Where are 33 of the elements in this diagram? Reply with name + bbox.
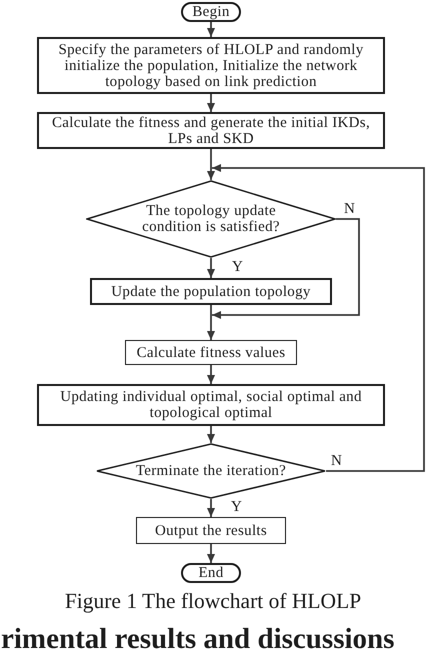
arrow <box>206 168 216 180</box>
section-heading: rimental results and discussions <box>1 624 394 654</box>
arrow <box>206 426 216 443</box>
process-box <box>37 112 385 149</box>
decision-diamond <box>86 180 336 258</box>
figure-caption: Figure 1 The flowchart of HLOLP <box>64 589 362 613</box>
decision-diamond <box>96 443 326 499</box>
step-text: Calculate fitness values <box>136 344 286 360</box>
step-text: Specify the parameters of HLOLP and randomly initialize the population, Initialize the network topology based on link prediction <box>57 42 365 90</box>
process-box <box>37 37 385 94</box>
process-box <box>136 517 286 544</box>
step-text: Calculate the fitness and generate the initial IKDs, LPs and SKD <box>51 114 371 146</box>
arrow <box>206 315 216 340</box>
terminal-text: End <box>198 565 224 581</box>
step-text: Update the population topology <box>111 284 311 300</box>
arrow <box>206 22 216 37</box>
arrow <box>206 258 216 278</box>
step-text: Output the results <box>154 522 268 538</box>
arrow <box>212 164 425 472</box>
process-box <box>37 384 385 426</box>
terminal-text: Begin <box>192 4 230 20</box>
decision-text: The topology update condition is satisfied? <box>141 203 281 235</box>
arrow <box>206 499 216 517</box>
step-text: Updating individual optimal, social optimal and topological optimal <box>59 389 363 421</box>
connector-line <box>210 149 212 168</box>
arrow <box>206 365 216 384</box>
connector-line <box>210 305 212 315</box>
decision-text: Terminate the iteration? <box>136 463 286 479</box>
process-box <box>90 278 332 305</box>
arrow <box>206 544 216 563</box>
arrow <box>212 218 360 320</box>
arrow <box>206 94 216 112</box>
process-box <box>125 340 297 365</box>
